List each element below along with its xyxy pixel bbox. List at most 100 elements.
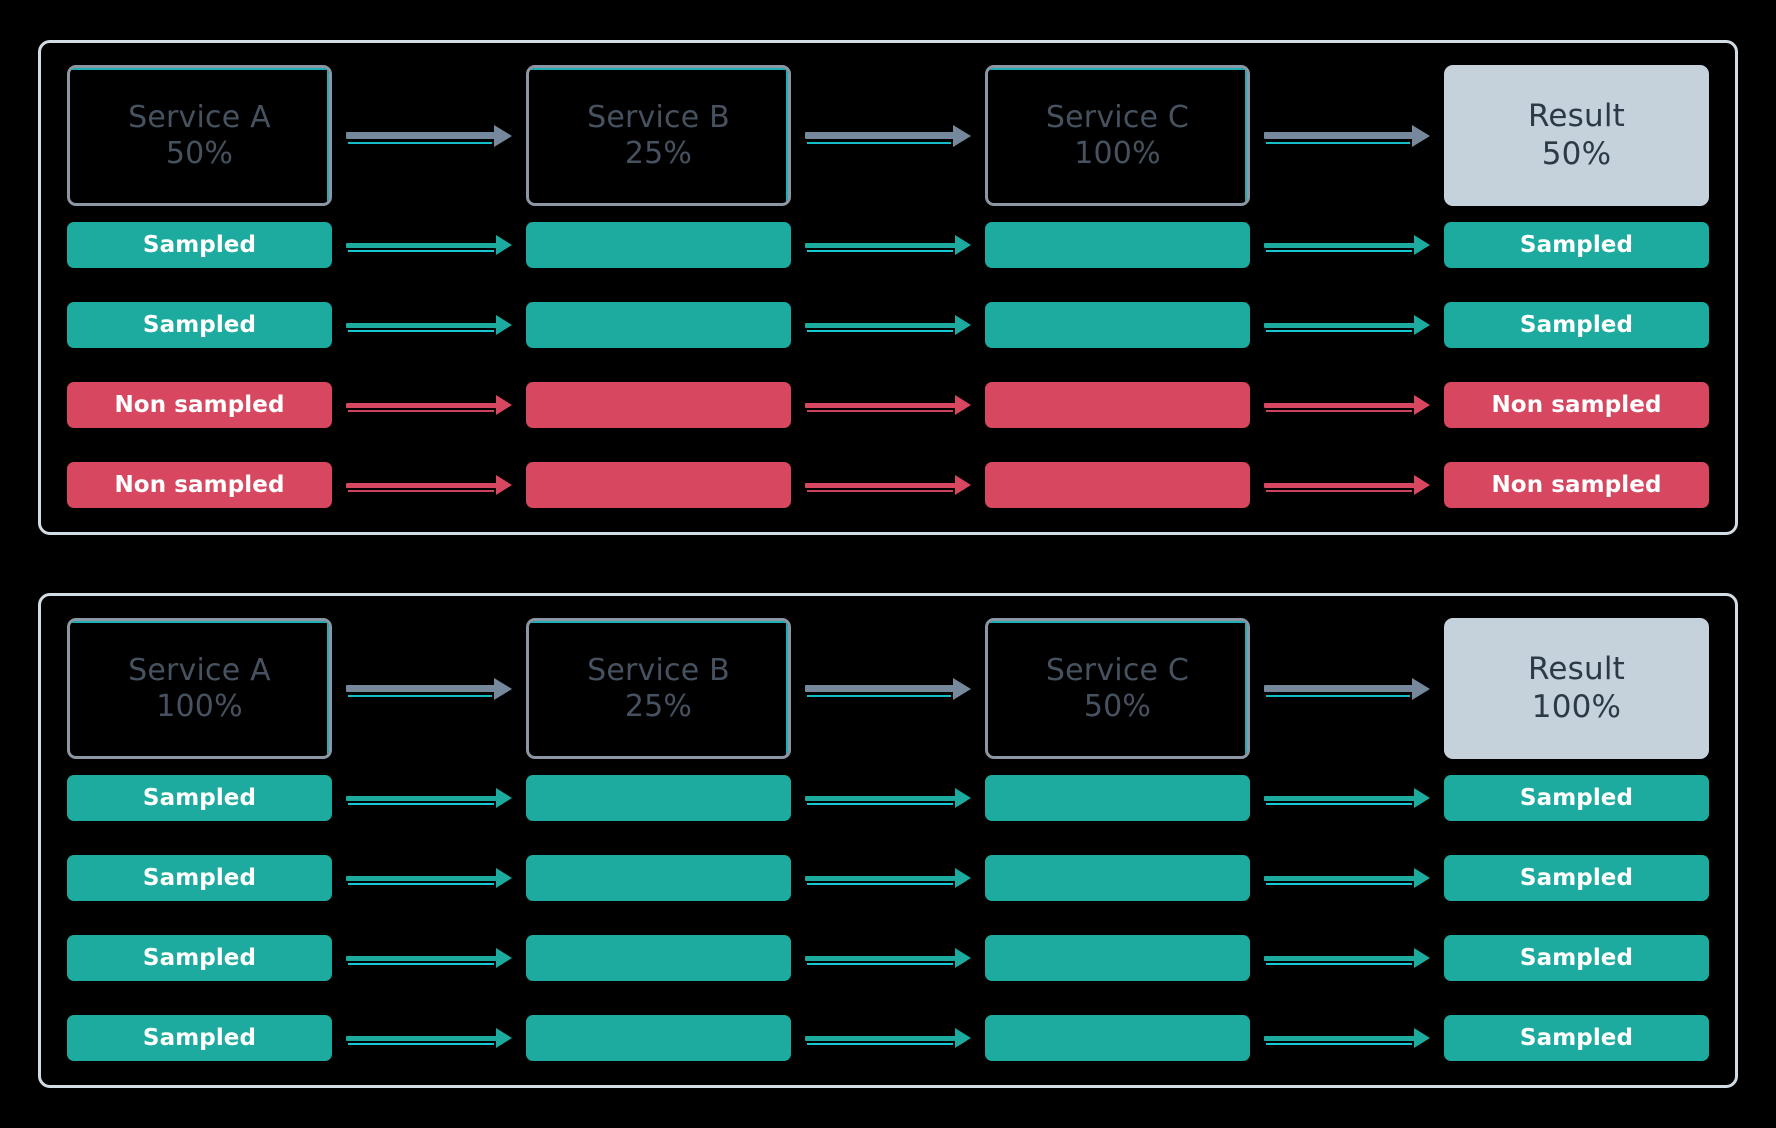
trace-connector: [1250, 868, 1444, 888]
trace-segment[interactable]: Non sampled: [67, 382, 332, 428]
arrow-head: [1414, 868, 1431, 888]
trace-segment[interactable]: [985, 302, 1250, 348]
trace-row: Sampled Sampled: [67, 775, 1709, 821]
trace-state-label: Sampled: [142, 945, 257, 971]
arrow-right-icon: [804, 677, 972, 700]
arrow-head: [955, 235, 972, 255]
arrow-head: [1412, 124, 1431, 147]
trace-segment[interactable]: [985, 855, 1250, 901]
arrow-shaft: [345, 685, 496, 692]
arrow-accent-line: [347, 141, 493, 144]
arrow-head: [955, 948, 972, 968]
arrow-head: [1414, 1028, 1431, 1048]
arrow-accent-line: [1265, 490, 1413, 492]
trace-segment[interactable]: [526, 855, 791, 901]
trace-segment[interactable]: [526, 302, 791, 348]
trace-segment[interactable]: Sampled: [1444, 302, 1709, 348]
trace-connector: [332, 1028, 526, 1048]
arrow-head: [496, 868, 513, 888]
arrow-head: [955, 1028, 972, 1048]
service-percent: 100%: [1074, 135, 1161, 171]
trace-segment[interactable]: [526, 222, 791, 268]
trace-state-label: Sampled: [142, 1025, 257, 1051]
trace-segment[interactable]: [985, 1015, 1250, 1061]
arrow-accent-line: [347, 410, 495, 412]
trace-segment[interactable]: Sampled: [67, 1015, 332, 1061]
arrow-accent-line: [347, 330, 495, 332]
trace-segment[interactable]: Non sampled: [1444, 382, 1709, 428]
service-percent: 100%: [156, 688, 243, 724]
trace-connector: [791, 1028, 985, 1048]
arrow-right-icon: [345, 868, 513, 888]
result-percent: 50%: [1541, 135, 1612, 172]
arrow-accent-line: [806, 1043, 954, 1045]
trace-segment[interactable]: [985, 382, 1250, 428]
arrow-shaft: [804, 795, 957, 801]
arrow-right-icon: [804, 868, 972, 888]
arrow-shaft: [345, 322, 498, 328]
arrow-right-icon: [345, 948, 513, 968]
trace-segment[interactable]: Non sampled: [67, 462, 332, 508]
trace-segment[interactable]: Sampled: [1444, 222, 1709, 268]
trace-connector: [791, 395, 985, 415]
arrow-accent-line: [347, 250, 495, 252]
trace-connector: [791, 788, 985, 808]
trace-segment[interactable]: Sampled: [67, 935, 332, 981]
trace-segment[interactable]: [526, 462, 791, 508]
arrow-right-icon: [804, 475, 972, 495]
arrow-accent-line: [806, 330, 954, 332]
trace-segment[interactable]: [526, 1015, 791, 1061]
trace-segment[interactable]: Sampled: [1444, 935, 1709, 981]
trace-segment[interactable]: [985, 462, 1250, 508]
trace-segment[interactable]: [526, 382, 791, 428]
service-name: Service B: [587, 653, 730, 689]
trace-connector: [1250, 315, 1444, 335]
service-name: Service A: [128, 100, 271, 136]
trace-segment[interactable]: Sampled: [67, 222, 332, 268]
arrow-right-icon: [1263, 395, 1431, 415]
trace-segment[interactable]: Sampled: [1444, 855, 1709, 901]
arrow-shaft: [345, 242, 498, 248]
trace-segment[interactable]: Sampled: [1444, 1015, 1709, 1061]
trace-segment[interactable]: Sampled: [1444, 775, 1709, 821]
service-connector: [791, 618, 985, 759]
result-label: Result: [1528, 651, 1625, 688]
trace-state-label: Sampled: [1519, 1025, 1634, 1051]
trace-connector: [332, 788, 526, 808]
trace-segment[interactable]: Non sampled: [1444, 462, 1709, 508]
arrow-right-icon: [1263, 1028, 1431, 1048]
arrow-head: [496, 1028, 513, 1048]
trace-state-label: Sampled: [1519, 785, 1634, 811]
arrow-right-icon: [804, 315, 972, 335]
trace-connector: [791, 315, 985, 335]
trace-segment[interactable]: Sampled: [67, 855, 332, 901]
trace-segment[interactable]: [985, 775, 1250, 821]
trace-segment[interactable]: [985, 222, 1250, 268]
arrow-head: [1414, 475, 1431, 495]
arrow-accent-line: [347, 1043, 495, 1045]
arrow-head: [496, 395, 513, 415]
trace-connector: [332, 235, 526, 255]
trace-segment[interactable]: [985, 935, 1250, 981]
trace-segment[interactable]: [526, 775, 791, 821]
arrow-accent-line: [1265, 883, 1413, 885]
service-name: Service A: [128, 653, 271, 689]
arrow-head: [496, 788, 513, 808]
arrow-shaft: [345, 955, 498, 961]
arrow-shaft: [804, 242, 957, 248]
arrow-head: [955, 315, 972, 335]
trace-segment[interactable]: Sampled: [67, 302, 332, 348]
arrow-right-icon: [1263, 124, 1431, 147]
trace-segment[interactable]: [526, 935, 791, 981]
trace-segment[interactable]: Sampled: [67, 775, 332, 821]
